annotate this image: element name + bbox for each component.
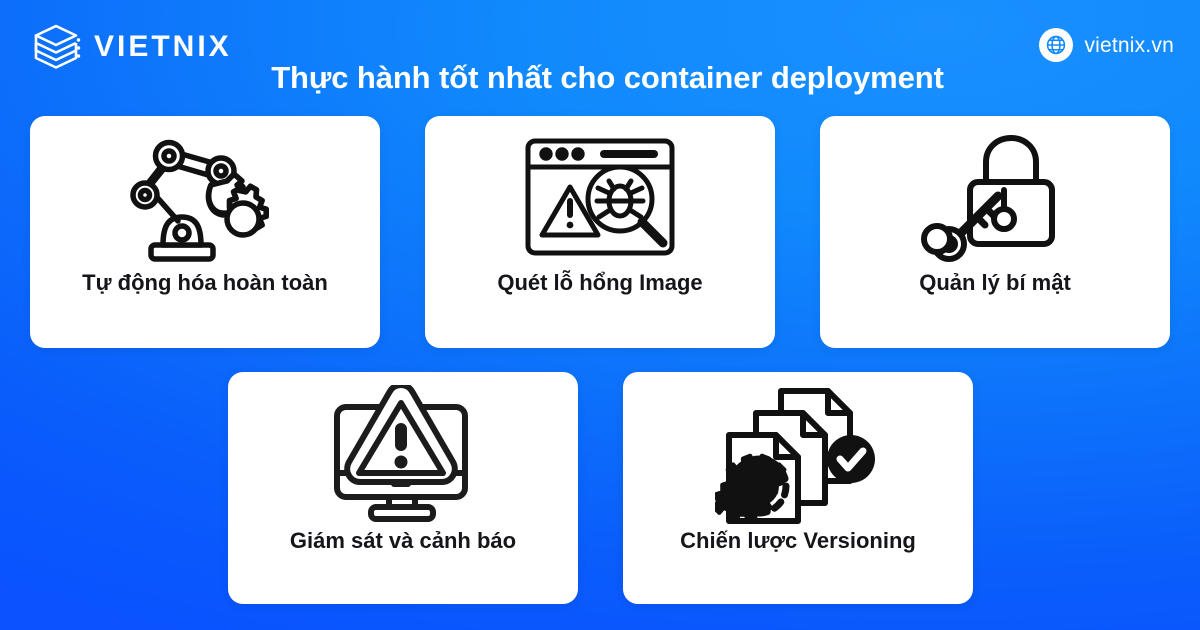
card-label: Tự động hóa hoàn toàn	[82, 270, 328, 295]
card-label: Giám sát và cảnh báo	[289, 528, 517, 553]
card-label: Quản lý bí mật	[919, 270, 1071, 295]
card-secrets[interactable]: Quản lý bí mật	[820, 116, 1170, 348]
stacked-layers-logo-icon	[28, 18, 84, 74]
card-versioning[interactable]: Chiến lược Versioning	[623, 372, 973, 604]
monitor-warning-icon	[228, 372, 578, 524]
page-title: Thực hành tốt nhất cho container deploym…	[271, 60, 944, 95]
globe-icon	[1039, 28, 1074, 62]
padlock-key-icon	[820, 116, 1170, 266]
card-label: Chiến lược Versioning	[680, 528, 916, 553]
card-label: Quét lỗ hổng Image	[497, 270, 703, 295]
card-monitoring[interactable]: Giám sát và cảnh báo	[228, 372, 578, 604]
documents-gear-check-icon	[623, 372, 973, 524]
card-image-scan[interactable]: Quét lỗ hổng Image	[425, 116, 775, 348]
card-automation[interactable]: Tự động hóa hoàn toàn	[30, 116, 380, 348]
browser-bug-magnifier-icon	[425, 116, 775, 266]
robot-arm-gear-icon	[30, 116, 380, 266]
brand-logo: VIETNIX	[28, 18, 232, 74]
brand-name: VIETNIX	[94, 30, 232, 63]
site-url-text: vietnix.vn	[1084, 33, 1174, 57]
site-url-badge[interactable]: vietnix.vn	[1039, 28, 1174, 62]
